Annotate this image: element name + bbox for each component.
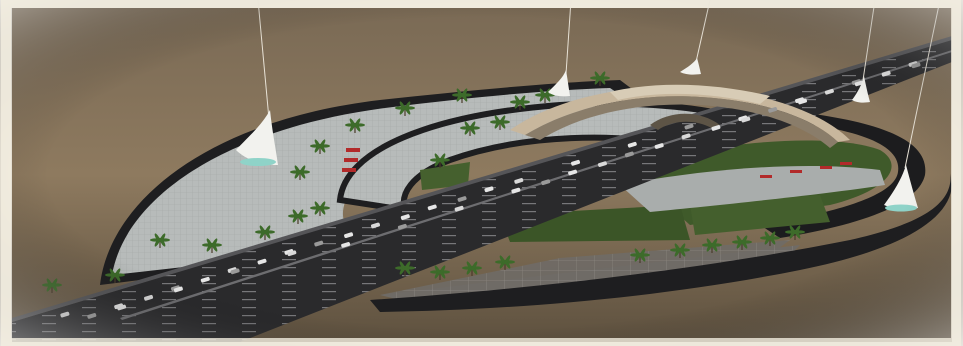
photo-frame <box>1 0 961 346</box>
aerial-render-scene <box>0 0 963 346</box>
scene-svg <box>0 0 963 346</box>
photo-vignette <box>0 0 963 346</box>
